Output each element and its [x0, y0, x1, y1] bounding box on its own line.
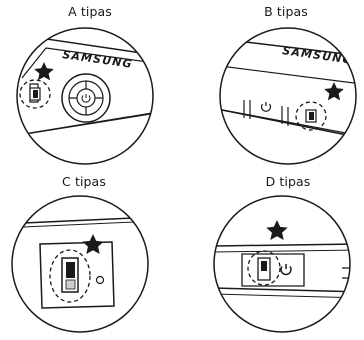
panel-type-c: C tipas — [0, 170, 180, 340]
panel-caption: B tipas — [196, 4, 364, 19]
tv-bottom-illustration-d — [182, 188, 362, 338]
star-icon — [266, 220, 287, 240]
panel-type-b: B tipas SAMSUNG — [182, 0, 362, 170]
tv-bottom-detail: SAMSUNG — [12, 38, 175, 136]
tv-bottom-illustration-a: SAMSUNG — [0, 18, 180, 168]
panel-caption: C tipas — [0, 174, 174, 189]
tv-bottom-illustration-c — [0, 188, 180, 338]
tv-bottom-illustration-b: SAMSUNG — [182, 18, 362, 168]
toggle-switch-icon — [30, 88, 40, 100]
toggle-switch-icon — [62, 258, 78, 292]
panel-type-d: D tipas — [182, 170, 362, 340]
toggle-switch-icon — [258, 258, 270, 280]
joystick-control — [62, 74, 110, 122]
panel-caption: D tipas — [198, 174, 364, 189]
tv-bottom-detail — [0, 216, 180, 308]
toggle-switch-icon — [306, 110, 316, 122]
tv-bottom-detail — [212, 244, 362, 298]
panel-caption: A tipas — [0, 4, 180, 19]
panel-type-a: A tipas SAMSUNG — [0, 0, 180, 170]
